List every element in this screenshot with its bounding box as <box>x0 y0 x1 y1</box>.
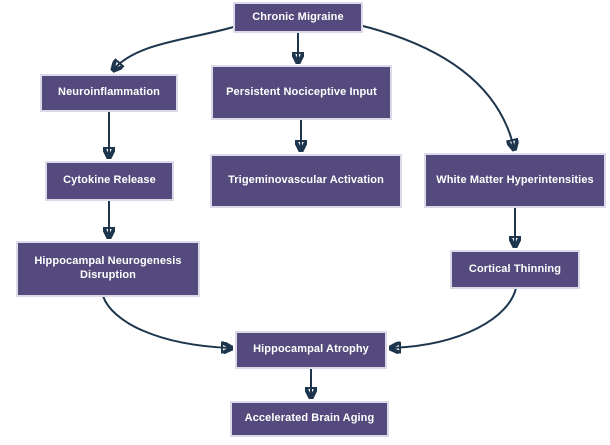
edge-hnd-to-atrophy <box>102 295 230 348</box>
node-hippocampal-atrophy: Hippocampal Atrophy <box>237 333 385 367</box>
edge-cortical-to-atrophy <box>392 287 517 348</box>
node-label: Hippocampal Atrophy <box>253 343 369 356</box>
node-label: White Matter Hyperintensities <box>436 173 594 186</box>
node-label: Trigeminovascular Activation <box>228 174 384 187</box>
node-chronic-migraine: Chronic Migraine <box>235 4 361 31</box>
node-label: Persistent Nociceptive Input <box>226 85 377 98</box>
edge-chronic-to-neuroinflammation <box>114 25 238 69</box>
edge-chronic-to-wmh <box>358 24 514 148</box>
node-persistent-nociceptive-input: Persistent Nociceptive Input <box>213 67 390 118</box>
node-label: Chronic Migraine <box>252 10 344 23</box>
node-accelerated-brain-aging: Accelerated Brain Aging <box>232 403 387 435</box>
node-label: Accelerated Brain Aging <box>244 412 375 425</box>
node-hippocampal-neurogenesis-disruption: Hippocampal Neurogenesis Disruption <box>18 243 198 295</box>
node-neuroinflammation: Neuroinflammation <box>42 76 176 110</box>
node-cytokine-release: Cytokine Release <box>47 163 172 199</box>
node-white-matter-hyperintensities: White Matter Hyperintensities <box>426 155 604 206</box>
node-label: Cytokine Release <box>63 174 156 187</box>
node-label: Hippocampal Neurogenesis Disruption <box>34 255 182 281</box>
node-cortical-thinning: Cortical Thinning <box>452 252 578 287</box>
node-label: Cortical Thinning <box>468 262 562 275</box>
node-trigeminovascular-activation: Trigeminovascular Activation <box>212 156 400 206</box>
node-label: Neuroinflammation <box>58 86 160 99</box>
